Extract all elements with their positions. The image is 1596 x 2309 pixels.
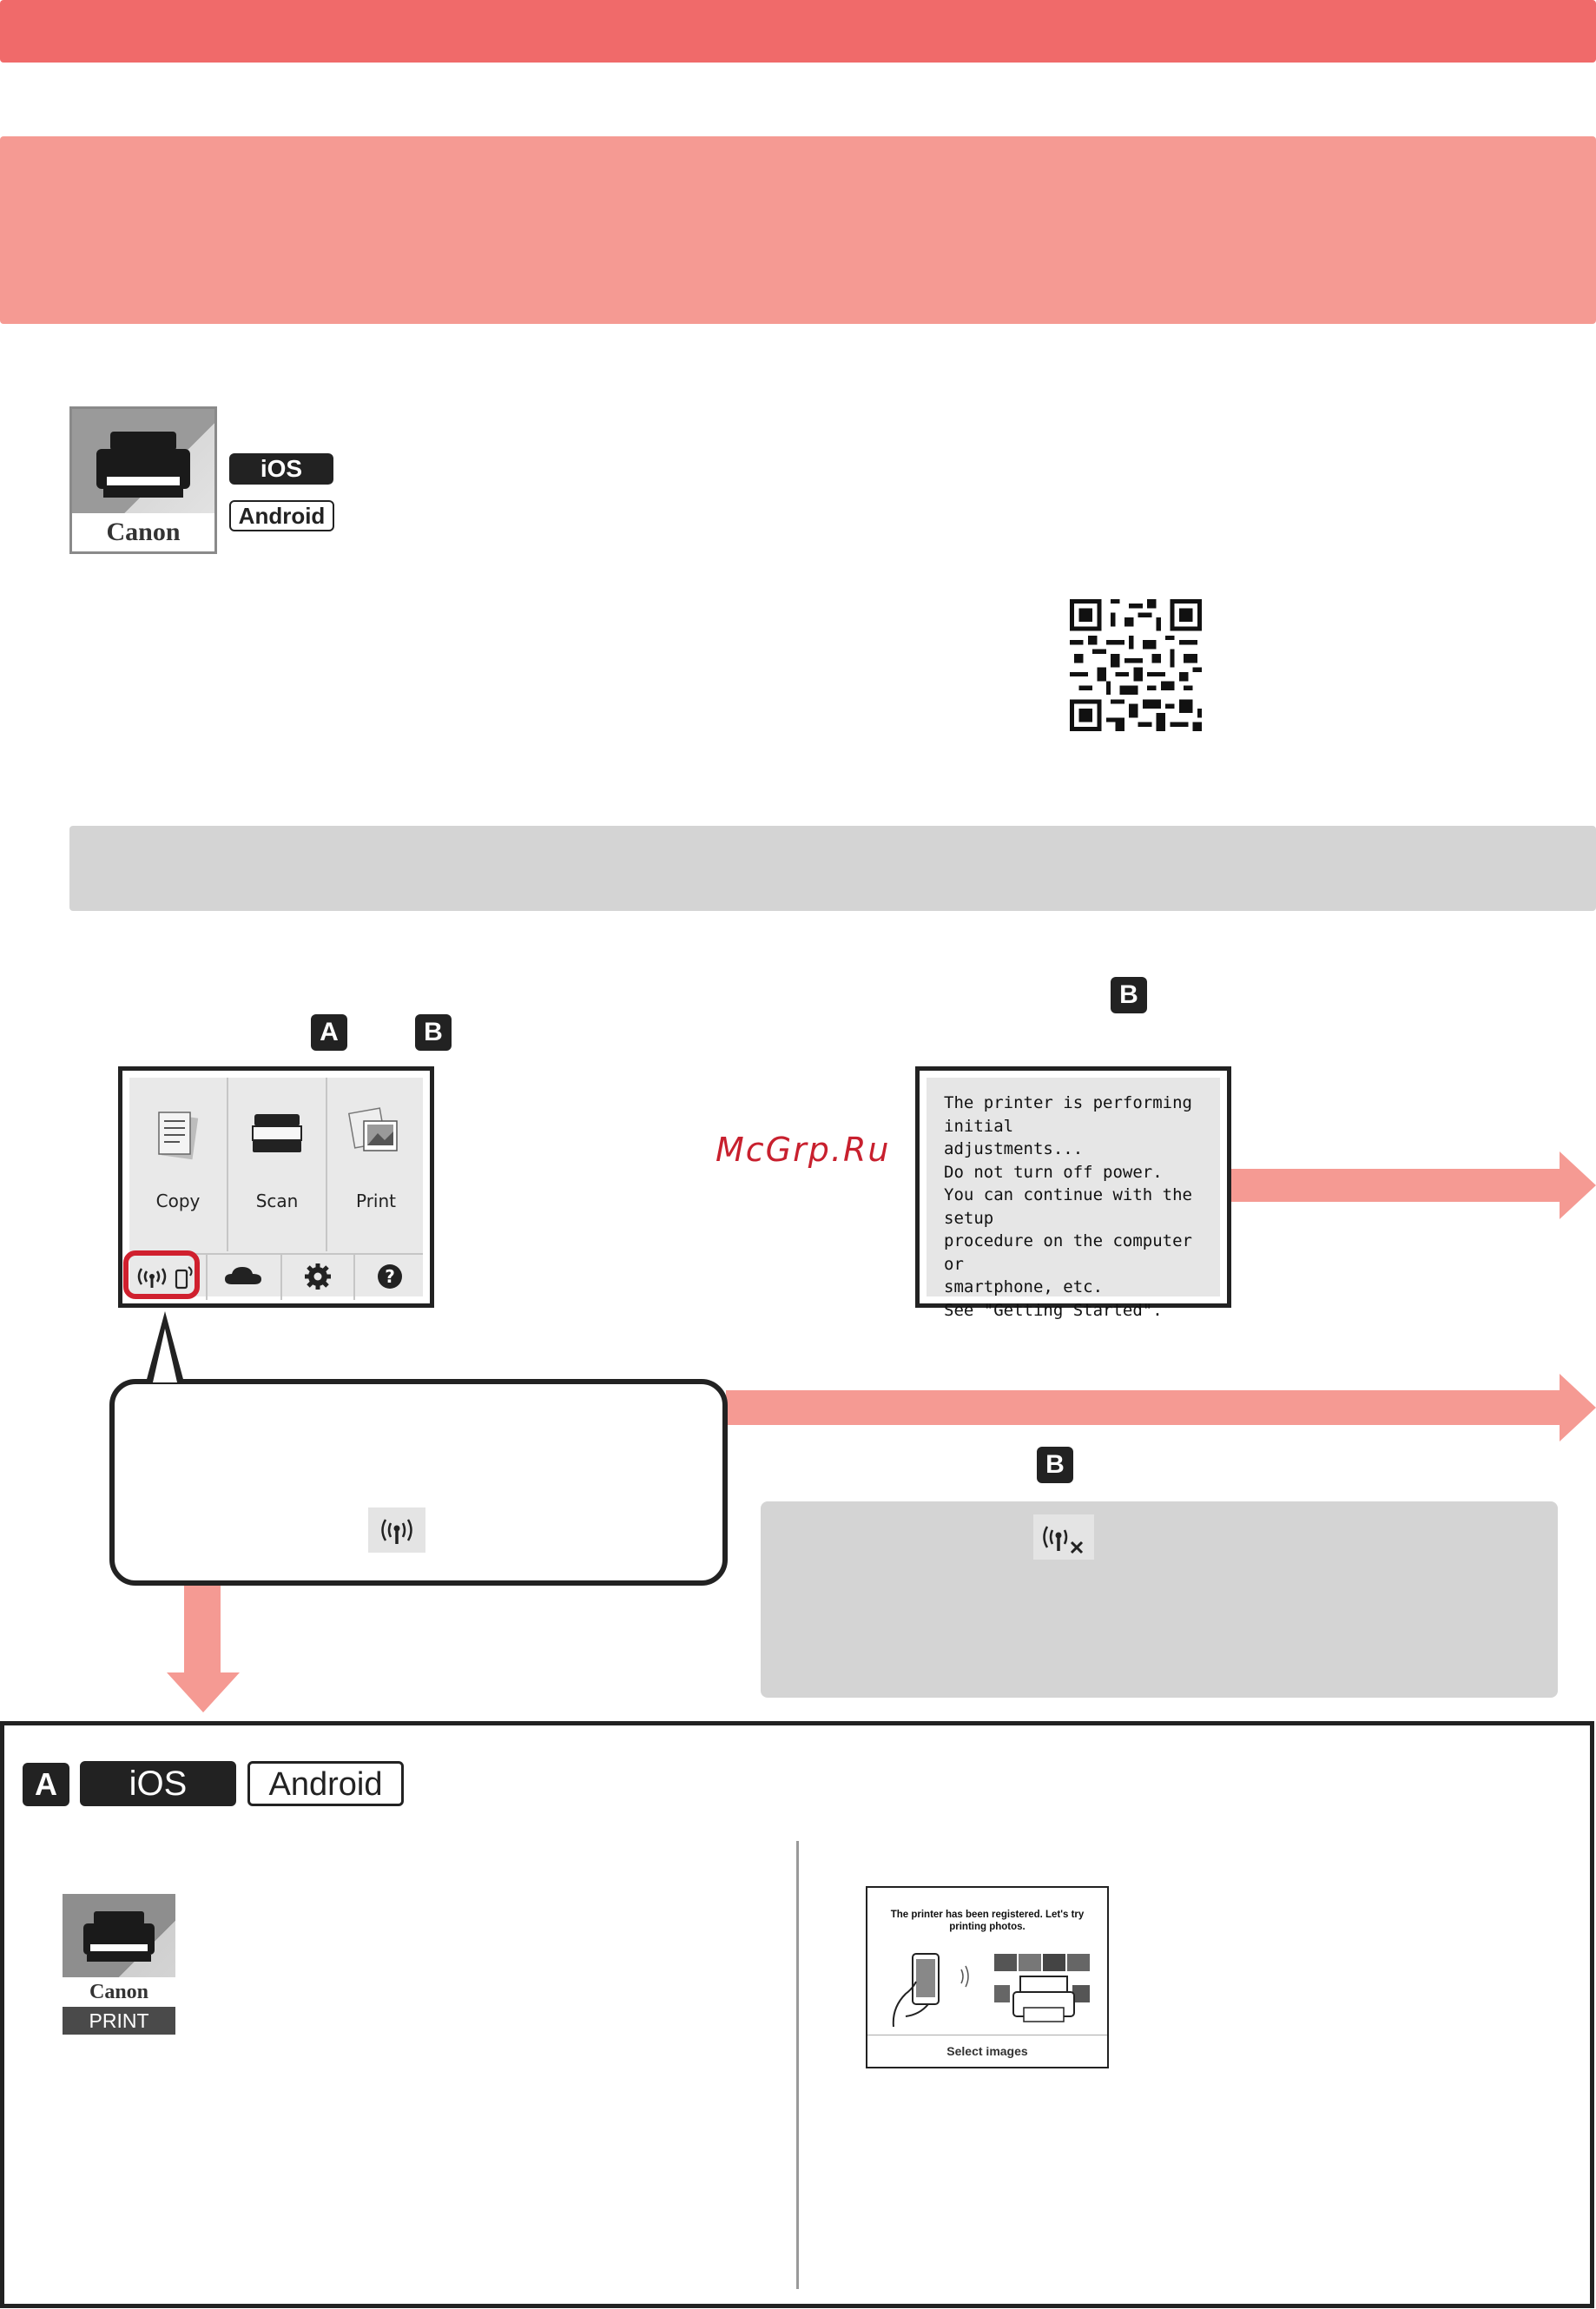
scan-label: Scan: [255, 1191, 299, 1211]
arrow-down: [167, 1586, 240, 1712]
phone-to-printer-illustration: [892, 1953, 1090, 2028]
message-line: See "Getting Started".: [944, 1300, 1163, 1320]
panel-divider: [280, 1255, 282, 1300]
title-band: [0, 136, 1596, 324]
message-line: adjustments...: [944, 1139, 1084, 1158]
wireless-off-icon: [1033, 1514, 1094, 1560]
message-line: Do not turn off power.: [944, 1162, 1163, 1182]
header-band: [0, 0, 1596, 63]
message-line: smartphone, etc.: [944, 1277, 1104, 1296]
canon-logo-text: Canon: [72, 513, 214, 551]
photo-print-icon: [347, 1107, 398, 1151]
message-line: procedure on the computer or: [944, 1231, 1192, 1274]
canon-app-icon: Canon: [69, 406, 217, 554]
wireless-icon[interactable]: [133, 1262, 202, 1297]
print-tile[interactable]: Print: [327, 1078, 425, 1251]
panel-divider: [227, 1078, 228, 1251]
panel-divider: [326, 1078, 327, 1251]
letter-badge-b: B: [415, 1014, 452, 1051]
section-android-badge: Android: [247, 1761, 404, 1806]
callout-pointer-inner: [153, 1329, 177, 1382]
copy-tile[interactable]: Copy: [129, 1078, 227, 1251]
panel-divider: [206, 1255, 208, 1300]
svg-text:?: ?: [385, 1266, 395, 1287]
app-registered-screen: The printer has been registered. Let's t…: [866, 1886, 1109, 2068]
arrow-right: [1231, 1151, 1596, 1219]
section-ios-badge: iOS: [80, 1761, 236, 1806]
column-divider: [796, 1841, 799, 2289]
arrow-right: [726, 1374, 1596, 1441]
canon-logo-text: Canon: [63, 1977, 175, 2007]
copy-label: Copy: [155, 1191, 201, 1211]
letter-badge-a: A: [311, 1014, 347, 1051]
registered-message: The printer has been registered. Let's t…: [867, 1909, 1107, 1933]
gear-icon[interactable]: [282, 1262, 353, 1297]
note-bar: [69, 826, 1596, 911]
message-line: The printer is performing initial: [944, 1093, 1192, 1136]
canon-print-app-icon: Canon PRINT: [63, 1894, 175, 2035]
letter-badge-b: B: [1111, 977, 1147, 1013]
ios-badge: iOS: [229, 453, 333, 485]
registered-line: printing photos.: [949, 1922, 1026, 1932]
help-icon[interactable]: ?: [355, 1262, 425, 1297]
scan-tile[interactable]: Scan: [228, 1078, 326, 1251]
panel-bottom-bar: ?: [129, 1253, 423, 1300]
android-badge: Android: [229, 500, 334, 531]
copy-icon: [158, 1112, 199, 1160]
select-images-button[interactable]: Select images: [867, 2035, 1107, 2067]
printer-icon: [83, 1911, 155, 1962]
wireless-highlight: [123, 1250, 200, 1299]
callout-box: [109, 1379, 728, 1586]
scan-icon: [252, 1114, 302, 1152]
letter-badge-b: B: [1037, 1447, 1073, 1483]
panel-divider: [353, 1255, 355, 1300]
qr-code[interactable]: [1070, 599, 1202, 731]
print-label: Print: [355, 1191, 396, 1211]
cloud-icon[interactable]: [208, 1262, 280, 1297]
wireless-off-note: [761, 1501, 1558, 1698]
watermark-text: McGrp.Ru: [716, 1131, 891, 1169]
printer-home-screen: Copy Scan Print: [118, 1066, 434, 1308]
printer-message-screen: The printer is performing initial adjust…: [915, 1066, 1231, 1320]
message-line: You can continue with the setup: [944, 1185, 1192, 1228]
section-a-letter: A: [23, 1763, 69, 1806]
print-app-label: PRINT: [63, 2007, 175, 2035]
registered-line: The printer has been registered. Let's t…: [890, 1910, 1085, 1920]
printer-icon: [96, 432, 190, 498]
wireless-icon: [368, 1507, 425, 1553]
printer-message: The printer is performing initial adjust…: [927, 1078, 1220, 1320]
